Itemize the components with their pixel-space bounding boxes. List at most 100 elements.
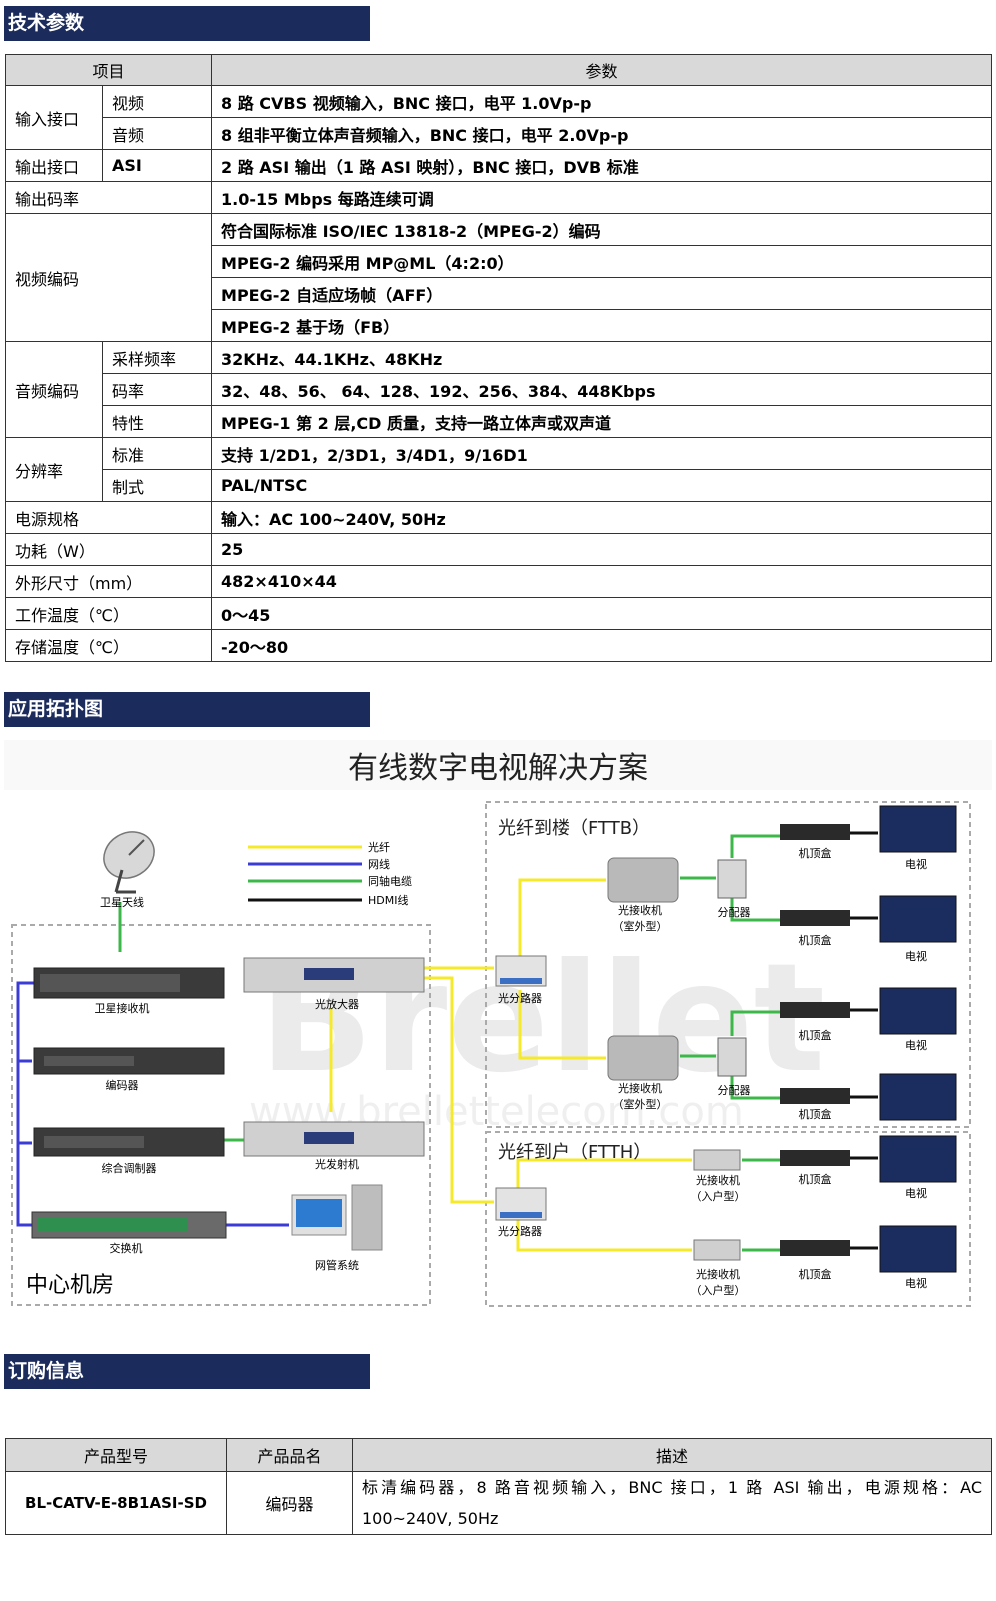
splitter-icon	[495, 955, 547, 987]
spec-value: 25	[211, 533, 992, 566]
spec-value: 0～45	[211, 597, 992, 630]
satellite-receiver-icon	[33, 967, 225, 999]
order-header-row: 产品型号 产品品名 描述	[5, 1438, 992, 1472]
switch-icon	[31, 1211, 227, 1239]
order-header-name: 产品品名	[226, 1438, 353, 1472]
spec-group: 输出码率	[4, 181, 213, 214]
spec-header-item: 项目	[4, 54, 213, 86]
tv-icon	[879, 1135, 957, 1183]
section-title-topology: 应用拓扑图	[4, 692, 370, 727]
product-name: 编码器	[226, 1471, 353, 1535]
spec-sub: 视频	[101, 85, 213, 118]
spec-value: 2 路 ASI 输出（1 路 ASI 映射），BNC 接口，DVB 标准	[211, 149, 992, 182]
device-label: 综合调制器	[102, 1161, 157, 1175]
device-label: 电视	[905, 949, 927, 963]
nms-computer-icon	[291, 1184, 383, 1251]
device-label: 编码器	[106, 1078, 139, 1092]
satellite-antenna-icon	[103, 831, 155, 894]
device-label: （室外型）	[613, 1097, 668, 1111]
topology-title: 有线数字电视解决方案	[348, 751, 648, 786]
spec-value: PAL/NTSC	[211, 469, 992, 502]
tv-icon	[879, 1073, 957, 1121]
legend-label: 同轴电缆	[368, 874, 412, 888]
device-label: （室外型）	[613, 919, 668, 933]
encoder-icon	[33, 1047, 225, 1075]
spec-group: 视频编码	[4, 213, 213, 342]
section-title-order: 订购信息	[4, 1354, 370, 1389]
table-row: 输出接口 ASI 2 路 ASI 输出（1 路 ASI 映射），BNC 接口，D…	[5, 149, 992, 182]
device-label: 机顶盒	[799, 933, 832, 947]
optical-amplifier-icon	[243, 957, 425, 993]
spec-sub: 制式	[101, 469, 213, 502]
table-row: 分辨率 标准 支持 1/2D1，2/3D1，3/4D1，9/16D1	[5, 437, 992, 502]
table-row: 功耗（W） 25	[4, 533, 992, 566]
set-top-box-icon	[780, 1088, 850, 1104]
divider-icon	[717, 859, 747, 899]
center-room-box	[11, 924, 431, 1306]
order-header-desc: 描述	[352, 1438, 992, 1472]
spec-value: 1.0-15 Mbps 每路连续可调	[211, 181, 992, 214]
center-room-label: 中心机房	[26, 1273, 114, 1298]
device-label: 机顶盒	[799, 1267, 832, 1281]
spec-value: MPEG-2 基于场（FB）	[211, 309, 992, 342]
table-row: 码率 32、48、56、 64、128、192、256、384、448Kbps	[6, 373, 992, 406]
ftth-title: 光纤到户（FTTH）	[498, 1142, 651, 1163]
device-label: 电视	[905, 857, 927, 871]
device-label: 机顶盒	[799, 1107, 832, 1121]
spec-value: MPEG-2 自适应场帧（AFF）	[211, 277, 992, 310]
table-row: 制式 PAL/NTSC	[6, 469, 992, 502]
legend-label: 网线	[368, 857, 390, 871]
device-label: 卫星接收机	[95, 1001, 150, 1015]
spec-header-row: 项目 参数	[4, 54, 992, 86]
spec-value: 32KHz、44.1KHz、48KHz	[211, 341, 992, 374]
legend-label: HDMI线	[368, 893, 408, 907]
fttb-title: 光纤到楼（FTTB）	[498, 818, 650, 839]
spec-sub: 特性	[101, 405, 213, 438]
spec-group: 功耗（W）	[4, 533, 213, 566]
device-label: 光接收机	[618, 903, 662, 917]
table-row: 特性 MPEG-1 第 2 层,CD 质量，支持一路立体声或双声道	[6, 405, 992, 438]
spec-group: 外形尺寸（mm）	[4, 565, 213, 598]
spec-group: 存储温度（℃）	[4, 629, 213, 662]
spec-group: 音频编码	[5, 341, 103, 438]
device-label: 分配器	[718, 906, 751, 919]
device-label: 机顶盒	[799, 1028, 832, 1042]
outdoor-receiver-icon	[607, 1035, 679, 1081]
optical-transmitter-icon	[243, 1121, 425, 1157]
device-label: 机顶盒	[799, 846, 832, 860]
indoor-receiver-icon	[693, 1149, 741, 1171]
set-top-box-icon	[780, 910, 850, 926]
table-row: 外形尺寸（mm） 482×410×44	[4, 565, 992, 598]
device-label: 光分路器	[498, 991, 542, 1005]
outdoor-receiver-icon	[607, 857, 679, 903]
device-label: 光分路器	[498, 1224, 542, 1238]
set-top-box-icon	[780, 824, 850, 840]
table-row: 输出码率 1.0-15 Mbps 每路连续可调	[4, 181, 992, 214]
section-title-spec: 技术参数	[4, 6, 370, 41]
spec-value: 支持 1/2D1，2/3D1，3/4D1，9/16D1	[211, 437, 992, 470]
table-row: 电源规格 输入：AC 100~240V, 50Hz	[4, 501, 992, 534]
table-row: 工作温度（℃） 0～45	[4, 597, 992, 630]
device-label: 光放大器	[315, 997, 359, 1011]
tv-icon	[879, 805, 957, 853]
device-label: 电视	[905, 1186, 927, 1200]
spec-group: 输出接口	[5, 149, 103, 182]
spec-value: MPEG-1 第 2 层,CD 质量，支持一路立体声或双声道	[211, 405, 992, 438]
spec-value: MPEG-2 编码采用 MP@ML（4:2:0）	[211, 245, 992, 278]
tv-icon	[879, 895, 957, 943]
spec-group: 输入接口	[5, 85, 103, 150]
set-top-box-icon	[780, 1240, 850, 1256]
device-label: 交换机	[110, 1241, 143, 1255]
set-top-box-icon	[780, 1002, 850, 1018]
spec-sub: 采样频率	[101, 341, 213, 374]
table-row: MPEG-2 自适应场帧（AFF）	[6, 277, 992, 310]
tv-icon	[879, 1225, 957, 1273]
device-label: 电视	[905, 1038, 927, 1052]
divider-icon	[717, 1037, 747, 1077]
set-top-box-icon	[780, 1150, 850, 1166]
indoor-receiver-icon	[693, 1239, 741, 1261]
legend: 光纤 网线 同轴电缆 HDMI线	[248, 840, 412, 907]
device-label: 光接收机	[696, 1173, 740, 1187]
device-label: 电视	[905, 1276, 927, 1290]
product-model: BL-CATV-E-8B1ASI-SD	[5, 1471, 227, 1535]
